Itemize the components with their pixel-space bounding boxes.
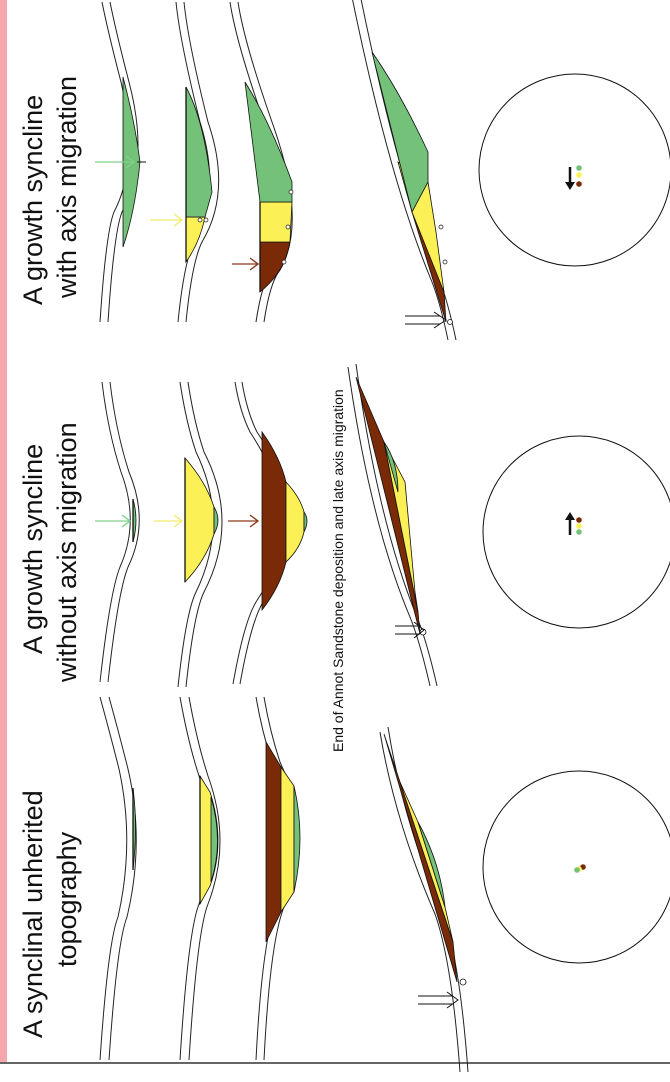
axis-marker [197,217,203,223]
cross-section-c3-stage2 [150,1,220,323]
stereonet-c2 [482,435,670,629]
cross-section-c1-final [379,726,469,1073]
layer-brown [259,241,291,293]
cross-section-c2-final [347,363,438,687]
pole-yellow [576,172,582,178]
layer-yellow [185,216,206,264]
arrow-icon [154,514,184,528]
pole-brown [576,181,582,187]
arrow-icon [418,991,459,1009]
stereonet-icon [478,73,670,267]
arrow-icon [395,621,425,639]
axis-marker [438,224,444,230]
layer-green [213,505,219,536]
axis-marker [459,978,467,986]
north-arrow-icon [565,512,575,535]
arrow-icon [405,311,447,329]
pole-green [576,165,582,171]
layer-green [371,51,429,214]
layer-green [303,510,308,533]
pole-green [574,867,580,873]
cross-section-c1-stage3 [255,696,301,1061]
layer-brown [265,740,282,943]
title-col3-line2: with axis migration [52,76,82,299]
cross-section-c1-stage1 [99,696,137,1061]
stereonet-c3 [478,73,670,267]
cross-section-c2-stage3 [228,381,308,685]
layer-green [293,785,301,893]
arrow-icon [95,514,132,528]
axis-marker [281,259,287,265]
layer-brown [383,733,458,983]
column-growth-migration [95,0,670,341]
arrow-icon [232,257,260,271]
axis-marker [447,319,453,325]
title-col2-line1: A growth syncline [18,444,48,654]
title-col2-line2: without axis migration [52,422,82,683]
pole-yellow [576,523,582,529]
title-col1-line1: A synclinal unherited [18,790,48,1038]
layer-yellow [259,201,293,243]
side-accent-bar [0,0,7,1062]
layer-green [383,441,399,493]
axis-marker [285,224,291,230]
axis-marker [288,189,294,195]
cross-section-c1-stage2 [179,696,221,1061]
cross-section-c2-stage2 [154,381,223,688]
layer-green [417,821,446,908]
cross-section-c3-stage1 [95,1,146,323]
layer-yellow [184,456,215,583]
arrow-icon [150,213,184,227]
layer-green [185,86,213,218]
caption-annot-sandstone: End of Annot Sandstone deposition and la… [330,389,346,752]
layer-brown [261,430,287,612]
layer-yellow [399,781,454,943]
layer-yellow [285,480,305,563]
layer-yellow [280,765,295,914]
cross-section-c3-stage3 [229,1,294,323]
layer-brown [355,376,421,635]
arrow-icon [228,514,260,528]
axis-marker [442,259,448,265]
column-unherited [99,696,670,1073]
pole-brown [576,517,582,523]
stereonet-icon [482,770,670,964]
pole-green [576,529,582,535]
arrow-icon [95,155,136,169]
axis-marker [203,217,209,223]
layer-green [210,796,218,883]
layer-yellow [383,441,419,613]
title-col1-line2: topography [52,831,82,967]
column-growth-no-migration [95,363,670,688]
title-col3-line1: A growth syncline [18,95,48,305]
north-arrow-icon [565,167,575,190]
cross-section-c2-stage1 [95,381,140,683]
stereonet-c1 [482,770,670,964]
cross-section-c3-final [351,0,457,341]
layer-green [244,81,293,203]
